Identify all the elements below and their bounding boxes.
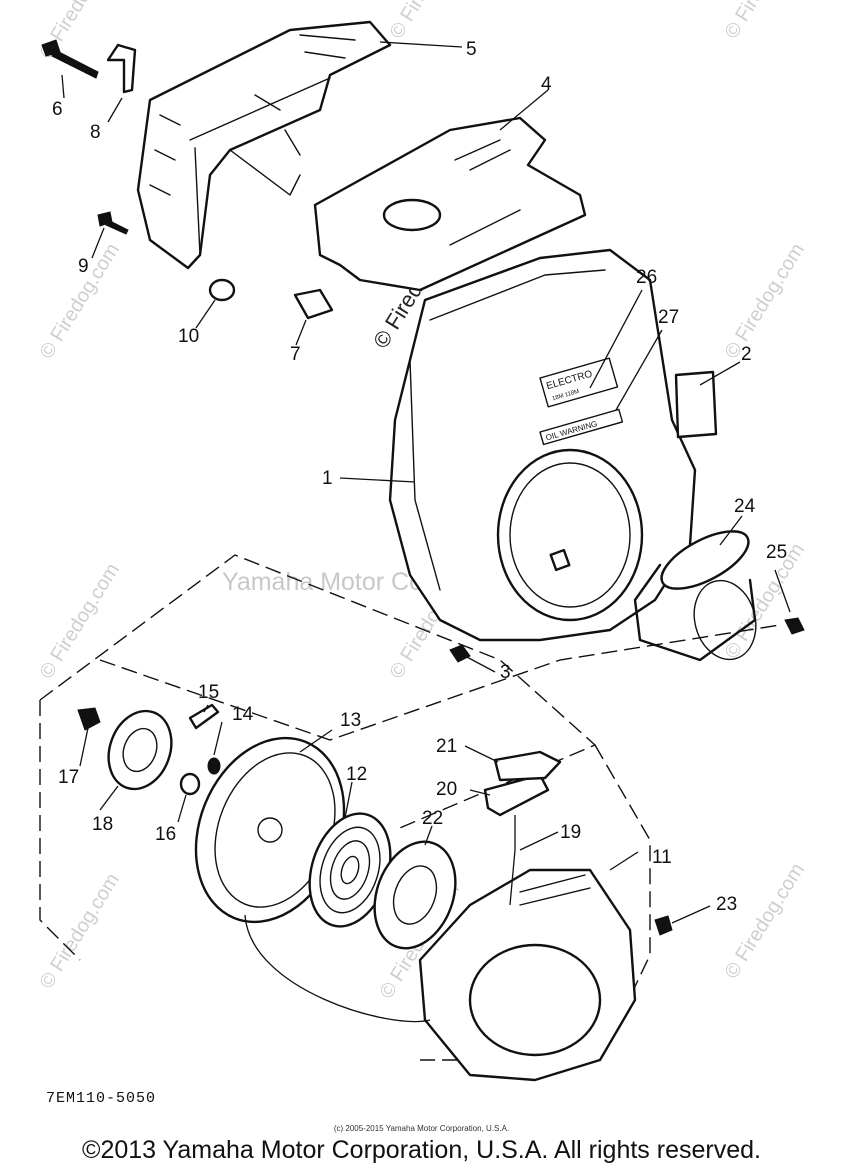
handle-20-21 — [483, 750, 562, 817]
collar-7 — [293, 288, 334, 320]
fan-housing-part: ELECTRO 18M 118M OIL WARNING — [388, 248, 697, 642]
callout-9: 9 — [78, 256, 89, 277]
rope-19 — [509, 815, 516, 906]
bolt-3 — [449, 644, 471, 663]
callout-23: 23 — [716, 894, 737, 915]
callout-6: 6 — [52, 99, 63, 120]
spring-16 — [179, 772, 201, 796]
reel-13 — [194, 736, 346, 924]
bolt-6 — [41, 39, 99, 79]
callout-20: 20 — [436, 779, 457, 800]
callout-5: 5 — [466, 39, 477, 60]
callout-21: 21 — [436, 736, 457, 757]
bolt-23 — [654, 915, 673, 936]
callout-14: 14 — [232, 704, 254, 725]
callout-13: 13 — [340, 710, 361, 731]
rope-loop — [244, 914, 431, 1023]
callout-1: 1 — [322, 468, 333, 489]
bolt-9 — [97, 211, 129, 235]
callout-26: 26 — [636, 267, 657, 288]
clamp-8 — [106, 43, 137, 94]
watermark-tile: © Firedog.com — [721, 240, 809, 363]
callout-labels: 1 2 3 4 5 6 7 8 9 10 11 12 13 14 15 16 1… — [52, 39, 787, 915]
label-part — [674, 370, 718, 439]
callout-18: 18 — [92, 814, 113, 835]
upper-cover-part — [313, 116, 587, 292]
watermark-tile: © Firedog.com — [721, 860, 809, 983]
starter-case-11 — [418, 868, 637, 1082]
plate-22 — [373, 840, 457, 950]
collar-10 — [208, 278, 236, 302]
callout-27: 27 — [658, 307, 679, 328]
callout-15: 15 — [198, 682, 219, 703]
ratchet-15 — [188, 703, 220, 730]
drive-plate-part — [107, 709, 173, 791]
bolt-17 — [77, 707, 101, 731]
watermark-tile: © Firedog.com — [36, 870, 124, 993]
screen-part — [633, 530, 757, 662]
watermark-tile: © Firedog.com — [721, 0, 809, 43]
callout-3: 3 — [500, 662, 511, 683]
subassembly-outline-link — [99, 624, 781, 741]
spiral-spring-12 — [308, 812, 392, 928]
callout-11: 11 — [652, 847, 672, 868]
diagram-part-code: 7EM110-5050 — [46, 1090, 157, 1107]
callout-17: 17 — [58, 767, 79, 788]
callout-16: 16 — [155, 824, 176, 845]
top-shroud-part — [136, 20, 392, 270]
callout-12: 12 — [346, 764, 367, 785]
callout-8: 8 — [90, 122, 101, 143]
leader-lines — [61, 41, 791, 924]
copyright-footer: ©2013 Yamaha Motor Corporation, U.S.A. A… — [82, 1136, 761, 1164]
watermark-tile: © Firedog.com — [386, 0, 474, 43]
callout-10: 10 — [178, 326, 199, 347]
small-credit-line: (c) 2005-2015 Yamaha Motor Corporation, … — [333, 1124, 510, 1133]
callout-4: 4 — [541, 74, 552, 95]
callout-22: 22 — [422, 808, 443, 829]
bolt-25 — [784, 617, 805, 635]
callout-2: 2 — [741, 344, 752, 365]
spring-14 — [207, 757, 221, 775]
callout-19: 19 — [560, 822, 581, 843]
subassembly-outline-left — [39, 700, 81, 961]
callout-25: 25 — [766, 542, 787, 563]
callout-24: 24 — [734, 496, 756, 517]
callout-7: 7 — [290, 344, 301, 365]
